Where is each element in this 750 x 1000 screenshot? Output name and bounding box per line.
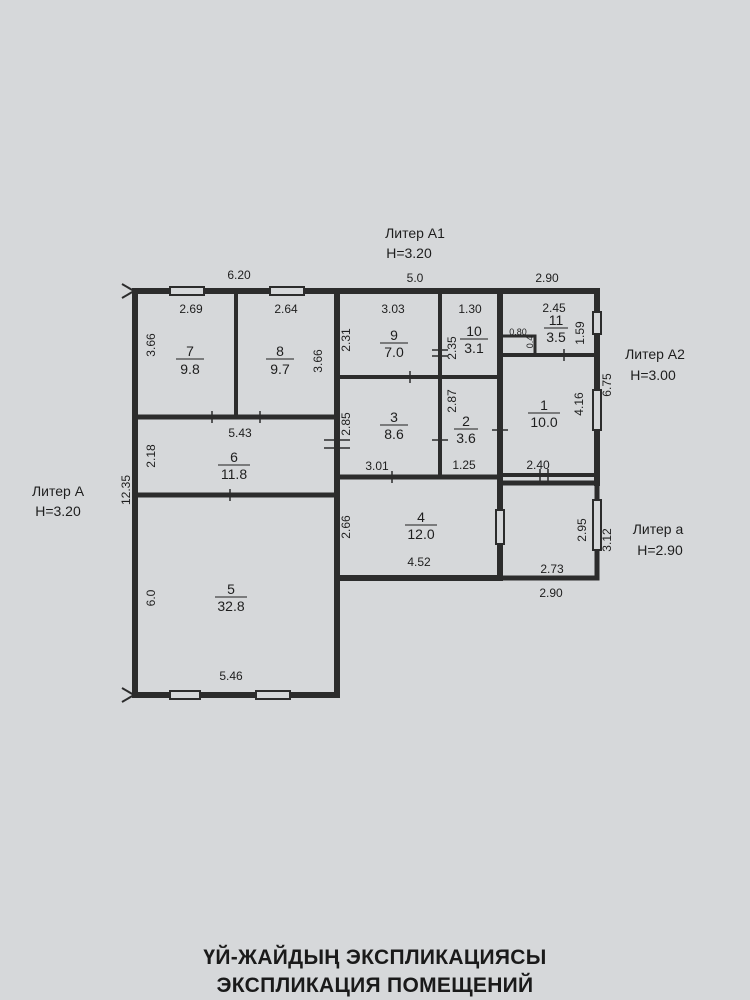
liter-a2-height: H=3.00	[630, 367, 676, 383]
dim-label: 2.95	[575, 518, 589, 542]
door-ticks	[211, 349, 565, 501]
dim-label: 5.0	[407, 271, 424, 285]
dim-label: 0.4	[525, 336, 535, 349]
dim-label: 2.90	[535, 271, 559, 285]
room-number-6: 6	[230, 449, 238, 465]
dim-label: 5.43	[228, 426, 252, 440]
dim-label: 2.87	[445, 389, 459, 413]
room-labels: 1 10.0 2 3.6 3 8.6 4 12.0 5 32.8 6 11.8 …	[176, 312, 568, 614]
room-number-8: 8	[276, 343, 284, 359]
room-number-4: 4	[417, 509, 425, 525]
room-number-5: 5	[227, 581, 235, 597]
room-area-8: 9.7	[270, 361, 290, 377]
room-area-1: 10.0	[530, 414, 557, 430]
dim-label: 1.59	[573, 321, 587, 345]
dim-label: 4.52	[407, 555, 431, 569]
liter-a1-name: Литер А1	[385, 225, 445, 241]
dim-label: 12.35	[119, 475, 133, 505]
dim-label: 3.66	[311, 349, 325, 373]
dim-label: 6.0	[144, 589, 158, 606]
liter-a2-name: Литер А2	[625, 346, 685, 362]
room-area-7: 9.8	[180, 361, 200, 377]
dim-label: 2.90	[539, 586, 563, 600]
openings	[169, 286, 602, 700]
wall-room11-inner	[501, 334, 537, 354]
dim-label: 1.30	[458, 302, 482, 316]
dim-label: 6.75	[600, 373, 614, 397]
window-room5-bottom-right	[255, 690, 291, 700]
room-number-9: 9	[390, 327, 398, 343]
dim-label: 1.25	[452, 458, 476, 472]
window-room4	[495, 509, 505, 545]
explication-title-kazakh: ҮЙ-ЖАЙДЫҢ ЭКСПЛИКАЦИЯСЫ	[203, 946, 547, 969]
liter-labels: Литер А1 H=3.20 Литер А2 H=3.00 Литер А …	[32, 225, 685, 558]
dim-label: 3.66	[144, 333, 158, 357]
window-room1	[592, 389, 602, 431]
liter-a-small-name: Литер а	[633, 521, 684, 537]
dim-label: 2.18	[144, 444, 158, 468]
room-area-3: 8.6	[384, 426, 404, 442]
room-number-3: 3	[390, 409, 398, 425]
dim-label: 2.69	[179, 302, 203, 316]
liter-a-name: Литер А	[32, 483, 85, 499]
liter-a1-height: H=3.20	[386, 245, 432, 261]
room-number-1: 1	[540, 397, 548, 413]
room-area-4: 12.0	[407, 526, 434, 542]
dim-label: 3.03	[381, 302, 405, 316]
room-area-2: 3.6	[456, 430, 476, 446]
window-room5-bottom-left	[169, 690, 201, 700]
dim-label: 2.85	[339, 412, 353, 436]
room-area-9: 7.0	[384, 344, 404, 360]
dim-label: 3.12	[600, 528, 614, 552]
dim-label: 2.66	[339, 515, 353, 539]
dim-label: 3.01	[365, 459, 389, 473]
dim-label: 2.45	[542, 301, 566, 315]
room-area-10: 3.1	[464, 340, 484, 356]
room-number-10: 10	[466, 323, 482, 339]
window-room11	[592, 311, 602, 335]
dim-label: 6.20	[227, 268, 251, 282]
window-room7	[169, 286, 205, 296]
dim-label: 2.35	[445, 336, 459, 360]
explication-title-russian: ЭКСПЛИКАЦИЯ ПОМЕЩЕНИЙ	[216, 974, 534, 997]
dim-label: 2.64	[274, 302, 298, 316]
liter-a-height: H=3.20	[35, 503, 81, 519]
window-room8	[269, 286, 305, 296]
dim-label: 2.40	[526, 458, 550, 472]
dim-label: 2.31	[339, 328, 353, 352]
window-annex	[592, 499, 602, 551]
dimension-labels: 6.20 5.0 2.90 2.69 2.64 3.03 1.30 2.45 0…	[119, 268, 614, 683]
liter-a-small-height: H=2.90	[637, 542, 683, 558]
dim-label: 5.46	[219, 669, 243, 683]
section-markers	[121, 283, 136, 703]
room-number-2: 2	[462, 413, 470, 429]
room-area-5: 32.8	[217, 598, 244, 614]
room-number-11: 11	[549, 312, 564, 328]
dim-label: 2.73	[540, 562, 564, 576]
room-area-11: 3.5	[546, 329, 566, 345]
room-area-6: 11.8	[221, 466, 247, 482]
dim-label: 4.16	[572, 392, 586, 416]
walls	[132, 288, 600, 698]
room-number-7: 7	[186, 343, 194, 359]
dim-label: 0.80	[509, 327, 527, 337]
